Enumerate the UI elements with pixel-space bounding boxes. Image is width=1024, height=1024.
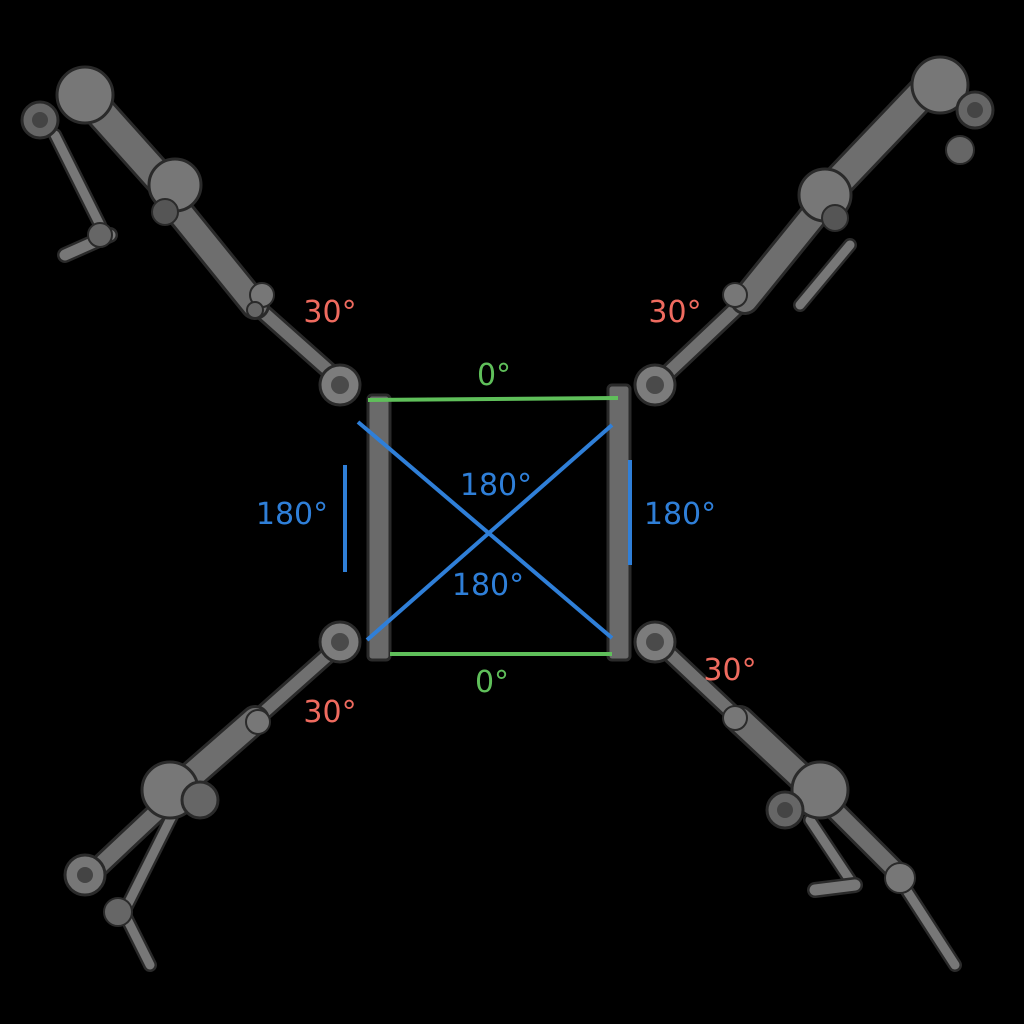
label-top-right-arm: 30° xyxy=(648,295,701,330)
label-bottom-left-arm: 30° xyxy=(303,695,356,730)
angle-lines xyxy=(343,396,632,656)
label-top-edge: 0° xyxy=(477,358,511,393)
top-edge-line-0deg xyxy=(367,396,619,402)
central-frame xyxy=(366,383,632,662)
label-center-lower: 180° xyxy=(452,568,524,603)
angle-labels: 30° 30° 30° 30° 0° 0° 180° 180° 180° 180… xyxy=(256,295,757,730)
label-bottom-edge: 0° xyxy=(475,665,509,700)
robot-arm-top-right xyxy=(633,55,995,407)
diagonal-line-2 xyxy=(365,423,614,642)
left-frame-bar xyxy=(366,393,392,662)
label-top-left-arm: 30° xyxy=(303,295,356,330)
robot-arm-bottom-right xyxy=(633,620,962,972)
label-center-upper: 180° xyxy=(460,468,532,503)
robot-arm-top-left xyxy=(20,65,362,407)
label-bottom-right-arm: 30° xyxy=(703,653,756,688)
label-left-edge: 180° xyxy=(256,497,328,532)
robot-arm-bottom-left xyxy=(63,620,362,972)
diagonal-line-1 xyxy=(356,420,614,640)
label-right-edge: 180° xyxy=(644,497,716,532)
